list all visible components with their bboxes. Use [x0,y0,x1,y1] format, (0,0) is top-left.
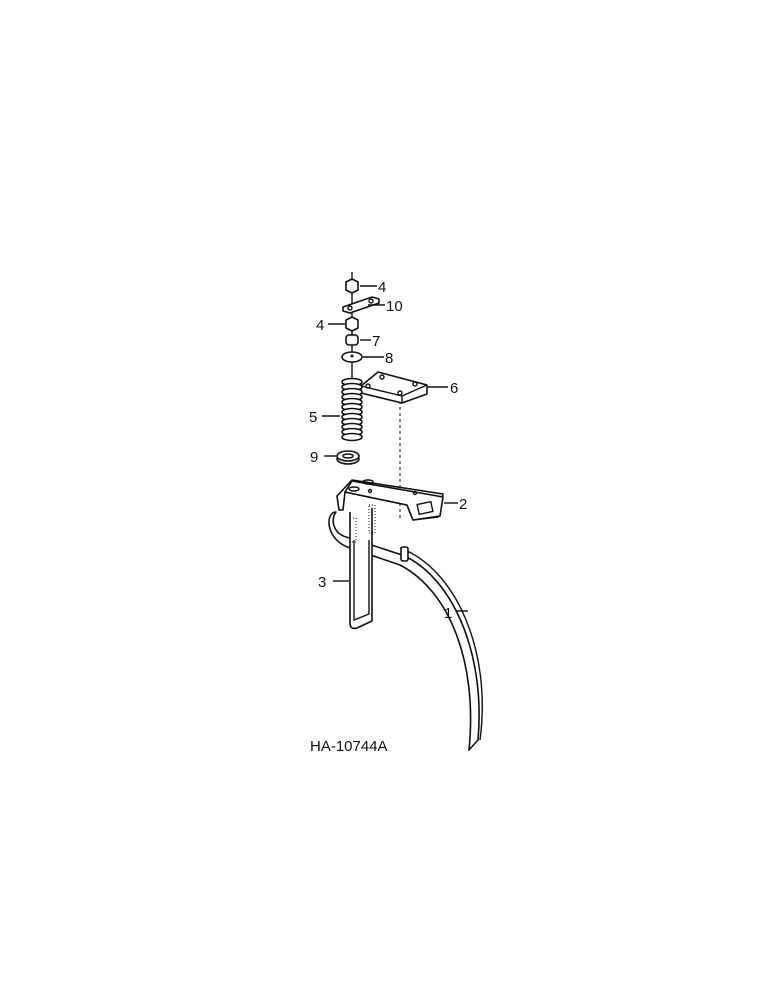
callout-4-top: 4 [378,279,386,296]
callout-10: 10 [386,298,403,315]
callout-4-second: 4 [316,317,324,334]
callout-1: 1 [444,605,452,622]
spring-seat-washer [324,450,360,465]
callout-7: 7 [372,333,380,350]
u-bolt [333,504,376,630]
compression-spring [341,377,363,442]
callout-9: 9 [310,449,318,466]
callout-8: 8 [385,350,393,367]
drawing-code: HA-10744A [310,738,388,755]
nut-top [345,278,377,294]
callout-6: 6 [450,380,458,397]
callout-3: 3 [318,574,326,591]
lock-plate [342,296,385,314]
clamp-bracket [336,479,458,521]
bushing [345,334,371,346]
mounting-plate [360,371,448,404]
callout-2: 2 [459,496,467,513]
washer-top [341,351,384,363]
callout-5: 5 [309,409,317,426]
spring-coil [341,432,363,442]
nut-second [328,316,359,332]
